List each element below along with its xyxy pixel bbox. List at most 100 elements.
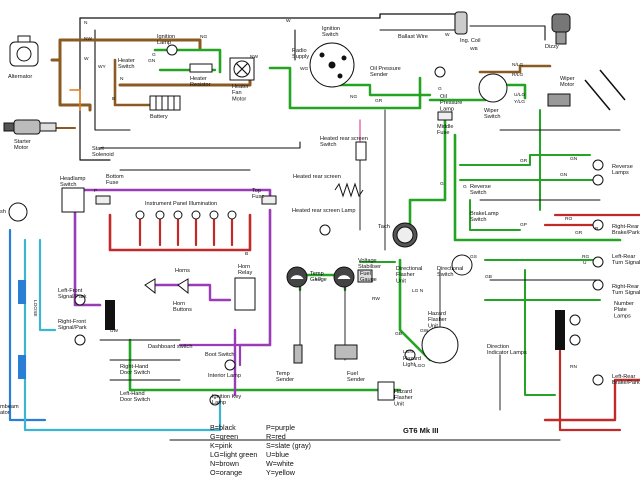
wire-code-label: W [84,56,89,62]
wire-code-label: WG [300,66,309,72]
legend-slate: S=slate (gray) [266,441,311,450]
wire-code-label: LGO [415,363,425,369]
wire-brown-2 [58,58,92,112]
panel-lamp-icon [155,210,165,220]
label-instrument-panel-illumination: Instrument Panel Illumination [145,201,217,207]
wire-code-label: UW [110,328,118,334]
tachometer-icon [392,222,418,248]
legend-brown: N=brown [210,459,239,468]
ignition-coil-icon [454,11,468,35]
wire-code-label: G [438,86,442,92]
legend-yellow: Y=yellow [266,468,296,477]
wire-code-labels: NNWWWYNBGNGNGNWWWGNGGRWWBGN/LGR/LGU/LGY/… [84,18,599,370]
distributor-icon [551,13,571,45]
rear-turn-lamp-icon-2 [592,279,604,291]
wire-red-11 [558,318,622,432]
label-battery: Battery [150,114,168,120]
headlamp-switch-icon [61,187,85,213]
wire-blue-1 [8,228,47,422]
wire-code-label: WB [470,46,478,52]
wire-orange-1 [69,89,81,111]
legend-black: B=black [210,423,236,432]
wire-code-label: GR [520,158,528,164]
wire-red-1 [108,213,252,252]
wire-code-label: B [245,251,248,257]
battery-icon [149,95,181,111]
wire-purple-3 [238,208,272,347]
panel-lamp-icon [135,210,145,220]
wire-brown-5 [478,64,552,74]
ignition-lamp-icon [166,44,178,56]
wire-green-10 [469,199,521,231]
wire-code-label: GN [560,172,568,178]
wire-code-label: GP [520,222,527,228]
wire-code-label: N [84,20,88,26]
heated-screen-lamp-icon [319,224,331,236]
wire-code-label: GW [420,328,429,334]
headlamp-icon [8,202,28,222]
wire-code-label: W [286,18,291,24]
wire-lightblue-1 [23,238,222,432]
wire-green-16 [524,269,556,396]
panel-lamp-icon [173,210,183,220]
wire-code-label: GB [395,331,402,337]
wire-code-label: RG [582,254,589,260]
ignition-switch-icon [309,42,355,88]
wire-black-h1 [99,141,301,149]
label-ing-coil: Ing. Coil [460,38,481,44]
wire-code-label: GB [485,274,492,280]
wire-code-label: NW [84,36,92,42]
wiper-motor-icon [547,69,626,111]
wiper-switch-icon [478,73,508,103]
label-alternator: Alternator [8,74,32,80]
hazard-flasher-unit-icon [377,381,395,401]
panel-lamp-icon [227,210,237,220]
label-dashboard-switch: Dashboard switch [148,344,192,350]
wire-brown-4 [113,58,152,107]
label-heated-rear-screen: Heated rear screen [293,174,341,180]
wire-black-dizzy [469,25,546,41]
label-dizzy: Dizzy [545,44,559,50]
horn-icon [177,278,189,295]
label-tach: Tach [378,224,390,230]
fuel-sender-icon [334,344,358,360]
wire-code-label: GR [575,230,583,236]
hazard-light-icon [404,349,416,361]
voltage-stabiliser-icon [357,269,373,283]
label-left-edge-1: sh [0,209,6,215]
wire-code-label: P [94,188,97,194]
horn-icon [144,278,156,295]
wire-code-label: RN [570,364,577,370]
top-fuse-icon [261,195,277,205]
wire-code-label: WY [98,64,107,70]
wire-green-8 [459,154,591,166]
harness-markers [18,280,565,379]
wire-code-label: LGN [403,349,413,355]
wire-code-label: GN [570,156,578,162]
legend-orange: O=orange [210,468,242,477]
